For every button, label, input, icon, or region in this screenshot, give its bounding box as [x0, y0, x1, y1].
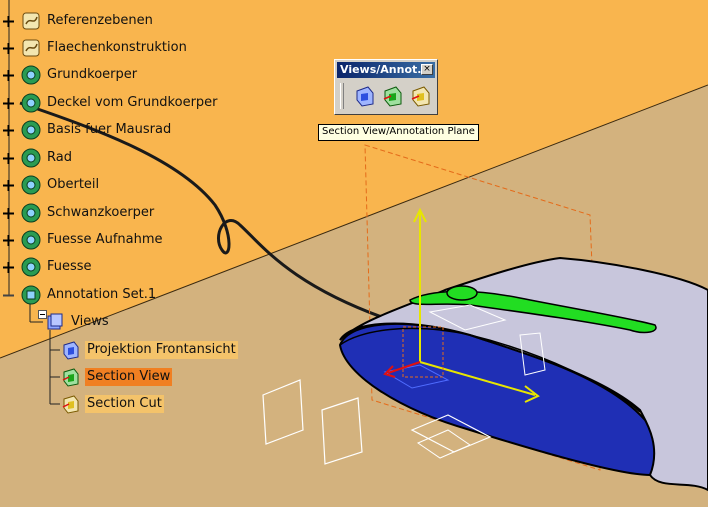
body-gear-icon	[20, 64, 42, 86]
tree-item-label: Schwanzkoerper	[47, 205, 155, 220]
axis-y-arrowhead	[383, 365, 396, 378]
axis-z-arrowhead	[413, 207, 427, 223]
body-gear-icon	[20, 202, 42, 224]
tree-item-label: Rad	[47, 150, 72, 165]
tree-item-oberteil[interactable]: Oberteil	[3, 174, 101, 196]
collapse-minus-icon[interactable]	[38, 310, 47, 319]
tree-item-section-view[interactable]: Section View	[60, 366, 173, 388]
front-view-icon	[356, 86, 374, 107]
section-view-icon	[383, 86, 402, 107]
annotation-frame-floor-2[interactable]	[321, 397, 363, 465]
tree-item-label: Fuesse Aufnahme	[47, 232, 163, 247]
tree-item-label: Flaechenkonstruktion	[47, 40, 187, 55]
tree-item-section-cut[interactable]: Section Cut	[60, 393, 164, 415]
body-gear-icon	[20, 174, 42, 196]
tree-item-label: Grundkoerper	[47, 67, 138, 82]
tree-item-label: Deckel vom Grundkoerper	[47, 95, 218, 110]
expand-plus-icon[interactable]	[3, 98, 14, 109]
expand-plus-icon[interactable]	[3, 125, 14, 136]
expand-plus-icon[interactable]	[3, 16, 14, 27]
tree-item-label: Referenzebenen	[47, 13, 153, 28]
views-annotation-toolbar[interactable]: Views/Annot... ×	[334, 59, 438, 115]
annotation-frame-floor-4[interactable]	[416, 429, 472, 459]
wheel-bump	[446, 285, 478, 301]
body-gear-icon	[20, 119, 42, 141]
geometrical-set-icon	[20, 10, 42, 32]
annotation-frame-floor-1[interactable]	[262, 379, 304, 445]
toolbar-title-bar[interactable]: Views/Annot... ×	[337, 62, 435, 78]
tree-item-fuesse-aufnahme[interactable]: Fuesse Aufnahme	[3, 229, 165, 251]
annotation-frame-top[interactable]	[428, 304, 507, 331]
cable-curve[interactable]	[19, 101, 391, 322]
front-view-button[interactable]	[353, 84, 377, 108]
section-cut-button[interactable]	[409, 84, 433, 108]
expand-plus-icon[interactable]	[3, 153, 14, 164]
expand-plus-icon[interactable]	[3, 235, 14, 246]
section-cut-icon	[411, 86, 430, 107]
tree-item-grundkoerper[interactable]: Grundkoerper	[3, 64, 139, 86]
close-icon[interactable]: ×	[421, 64, 433, 75]
tree-item-annotation-set[interactable]: Annotation Set.1	[3, 284, 158, 306]
tree-item-projektion-frontansicht[interactable]: Projektion Frontansicht	[60, 339, 238, 361]
front-view-icon	[60, 339, 82, 361]
tree-item-views[interactable]: Views	[24, 310, 111, 333]
section-plane-outline[interactable]	[364, 144, 601, 471]
axis-x-arrowhead	[524, 385, 540, 403]
tree-item-label: Projektion Frontansicht	[85, 341, 238, 359]
expand-plus-icon[interactable]	[3, 70, 14, 81]
axis-system[interactable]	[383, 207, 540, 403]
tree-item-label: Section Cut	[85, 395, 164, 413]
annotation-frame-side[interactable]	[519, 332, 546, 376]
tree-item-label: Basis fuer Mausrad	[47, 122, 172, 137]
floor-horizon-line	[0, 84, 708, 359]
toolbar-title: Views/Annot...	[340, 63, 430, 76]
tree-item-label: Views	[71, 314, 109, 329]
axis-y	[387, 361, 421, 374]
tree-item-basis-fuer-mausrad[interactable]: Basis fuer Mausrad	[3, 119, 173, 141]
section-plane-small[interactable]	[383, 364, 450, 389]
tree-item-referenzebenen[interactable]: Referenzebenen	[3, 10, 155, 32]
mouse-shell-edge	[339, 327, 641, 413]
section-view-button[interactable]	[381, 84, 405, 108]
axis-x	[419, 361, 536, 396]
body-gear-icon	[20, 147, 42, 169]
expand-plus-icon[interactable]	[3, 208, 14, 219]
body-gear-icon	[20, 229, 42, 251]
annotation-set-icon	[20, 284, 42, 306]
tree-item-schwanzkoerper[interactable]: Schwanzkoerper	[3, 202, 156, 224]
tooltip: Section View/Annotation Plane	[318, 124, 479, 141]
tree-item-fuesse[interactable]: Fuesse	[3, 256, 94, 278]
tree-item-label: Oberteil	[47, 177, 100, 192]
axis-helper-box	[402, 326, 444, 378]
tree-item-label: Annotation Set.1	[47, 287, 157, 302]
tree-item-label: Section View	[85, 368, 173, 386]
body-gear-icon	[20, 256, 42, 278]
toolbar-grip[interactable]	[340, 83, 344, 109]
collapse-minus-icon[interactable]	[3, 290, 14, 299]
body-gear-icon	[20, 92, 42, 114]
section-cut-icon	[60, 393, 82, 415]
tree-item-deckel[interactable]: Deckel vom Grundkoerper	[3, 92, 220, 114]
annotation-frame-floor-3[interactable]	[410, 414, 492, 453]
tree-item-label: Fuesse	[47, 259, 92, 274]
views-icon	[44, 311, 66, 333]
expand-plus-icon[interactable]	[3, 262, 14, 273]
expand-plus-icon[interactable]	[3, 180, 14, 191]
geometrical-set-icon	[20, 37, 42, 59]
expand-plus-icon[interactable]	[3, 43, 14, 54]
tree-item-rad[interactable]: Rad	[3, 147, 74, 169]
tree-item-flaechenkonstruktion[interactable]: Flaechenkonstruktion	[3, 37, 189, 59]
section-view-icon	[60, 366, 82, 388]
